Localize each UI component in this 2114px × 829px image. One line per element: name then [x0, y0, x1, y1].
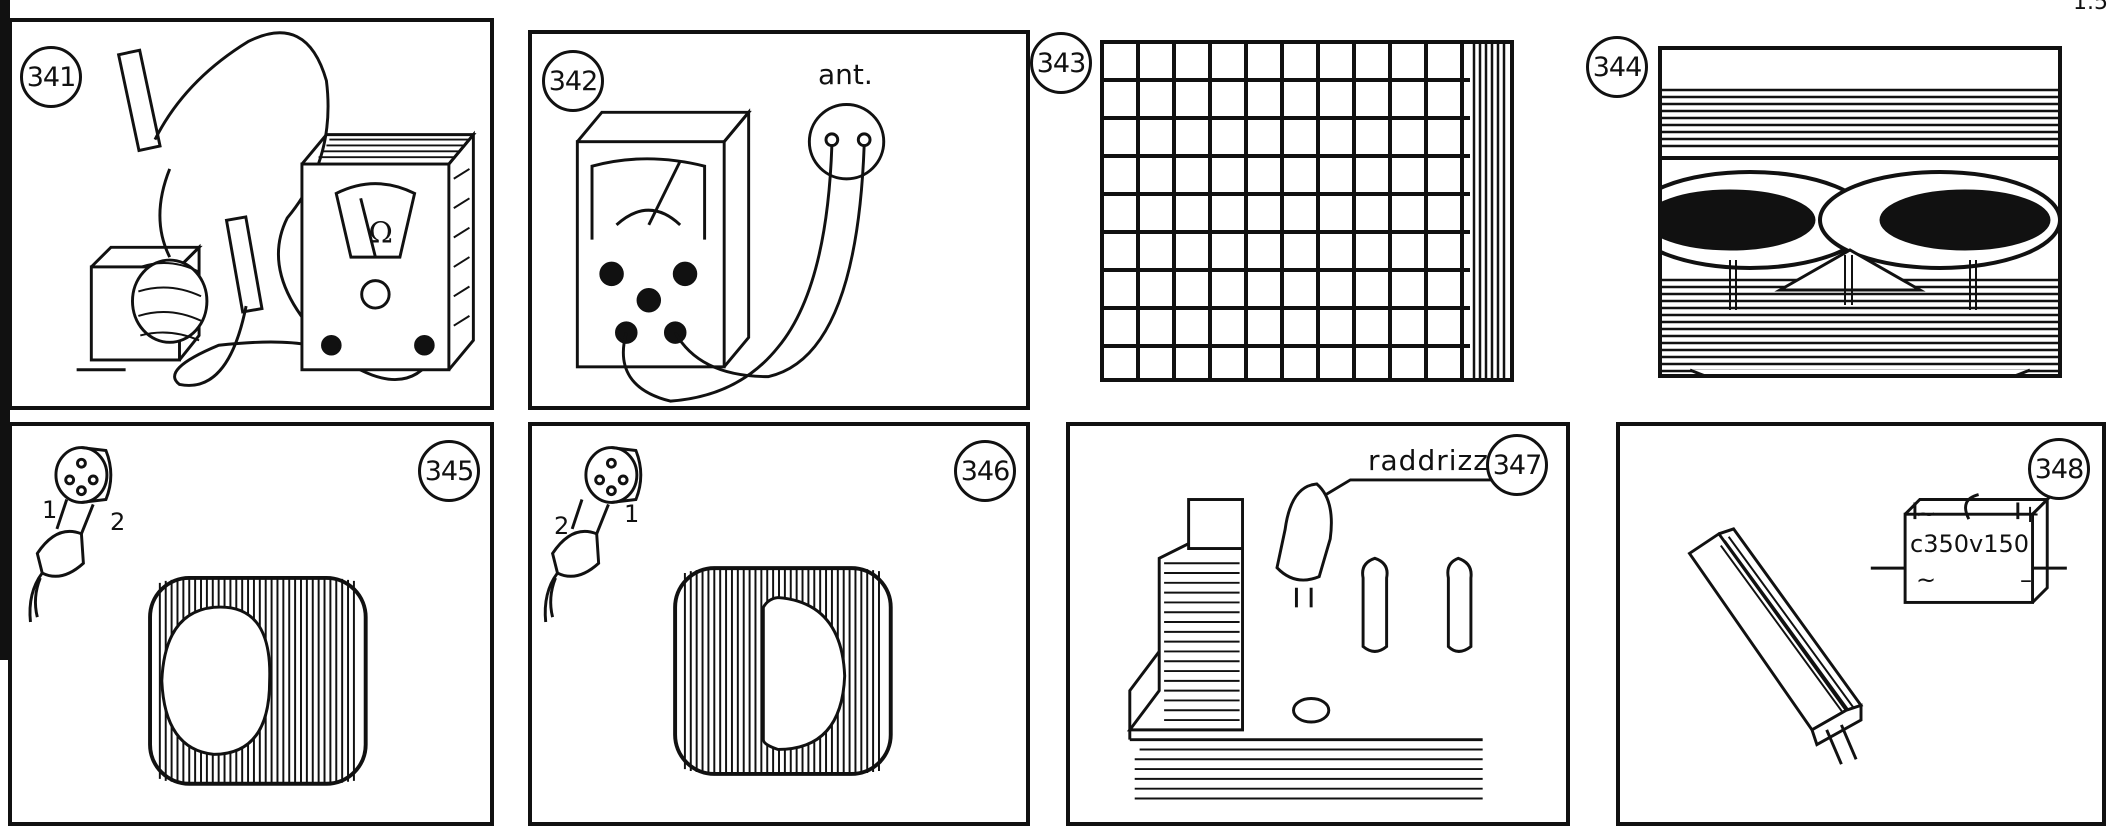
panel-343: 343 — [1030, 10, 1550, 410]
figure-number-347: 347 — [1486, 434, 1548, 496]
figure-number-344: 344 — [1586, 36, 1648, 98]
panel-342: 342 ant. — [528, 30, 1030, 410]
figure-number-343: 343 — [1030, 32, 1092, 94]
pin-label-2: 2 — [554, 512, 569, 540]
plug-and-screen-drawing-345 — [12, 426, 490, 822]
ohmmeter-transformer-drawing: Ω — [12, 22, 490, 406]
rectifier-rating-label: c350v150 — [1910, 530, 2029, 558]
minus-symbol: – — [2020, 566, 2032, 594]
pin-label-1: 1 — [42, 496, 57, 524]
ac-symbol-bottom: ~ — [1916, 566, 1936, 594]
figure-number-346: 346 — [954, 440, 1016, 502]
rectifier-chassis-drawing — [1070, 426, 1566, 822]
meter-antenna-drawing — [532, 34, 1026, 406]
ohm-symbol: Ω — [369, 215, 393, 249]
panel-347: raddrizz. AT 347 — [1066, 422, 1570, 826]
grid-test-pattern — [1030, 10, 1550, 410]
plug-and-screen-drawing-346 — [532, 426, 1026, 822]
screen-image-345 — [150, 578, 366, 784]
panel-344: 344 — [1580, 10, 2100, 410]
plus-symbol: + — [2020, 500, 2040, 528]
pin-label-2: 2 — [110, 508, 125, 536]
antenna-label: ant. — [818, 58, 873, 91]
panel-341: Ω 341 — [8, 18, 494, 410]
distorted-raster-pattern — [1580, 10, 2100, 410]
panel-348: c350v150 ~ + ~ – 348 — [1616, 422, 2106, 826]
screen-image-346 — [675, 568, 891, 774]
pin-label-1: 1 — [624, 500, 639, 528]
panel-345: 1 2 345 — [8, 422, 494, 826]
ac-symbol-top: ~ — [1916, 500, 1936, 528]
figure-number-348: 348 — [2028, 438, 2090, 500]
figure-number-341: 341 — [20, 46, 82, 108]
figure-number-342: 342 — [542, 50, 604, 112]
panel-346: 2 1 346 — [528, 422, 1030, 826]
figure-number-345: 345 — [418, 440, 480, 502]
selenium-rectifier-drawing — [1620, 426, 2102, 822]
